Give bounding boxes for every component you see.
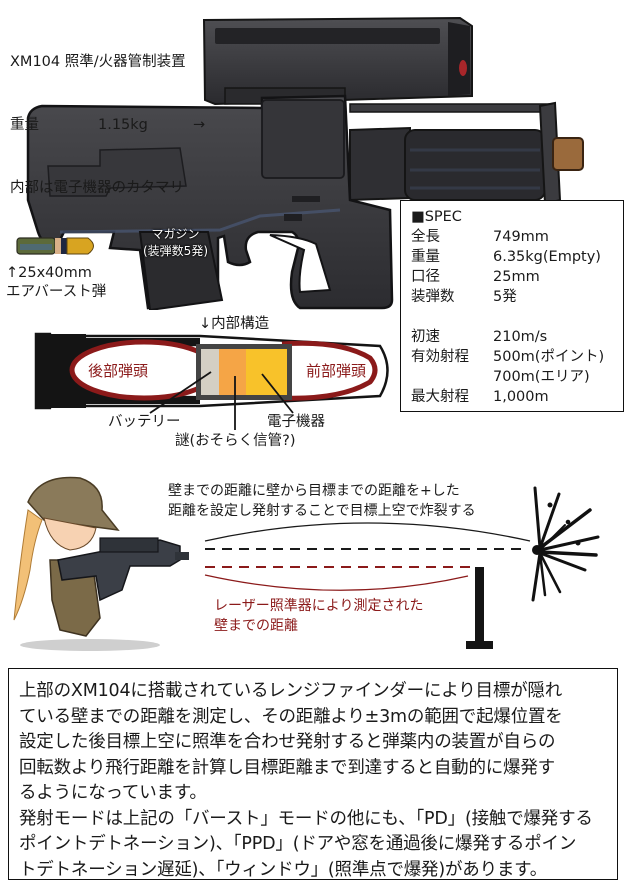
xm104-caption: XM104 照準/火器管制装置 重量 1.15kg → 内部は電子機器のカタマリ (10, 10, 205, 220)
spec-row: 700m(エリア) (411, 367, 613, 387)
internal-structure-title: ↓内部構造 (199, 316, 270, 332)
fire-control-unit (202, 16, 473, 106)
spec-label: 全長 (411, 229, 440, 245)
spec-value: 700m(エリア) (493, 369, 590, 385)
xm25-rifle-illustration (16, 16, 584, 310)
spec-row: 装弾数 5発 (411, 287, 613, 307)
spec-row: 初速 210m/s (411, 327, 613, 347)
electronics-block (246, 349, 287, 395)
description-line: 発射モードは上記の「バースト」モードの他にも、「PD」(接触で爆発する (19, 808, 593, 829)
spec-label: 最大射程 (411, 389, 469, 405)
spec-value: 6.35kg(Empty) (493, 249, 601, 265)
trajectory-explanation: 壁までの距離に壁から目標までの距離を+した 距離を設定し発射することで目標上空で… (168, 481, 476, 521)
trajectory-explanation-line1: 壁までの距離に壁から目標までの距離を+した (168, 483, 460, 499)
spec-value: 210m/s (493, 329, 548, 345)
spec-value: 25mm (493, 269, 540, 285)
airburst-trajectory-diagram (13, 476, 600, 651)
trajectory-explanation-line2: 距離を設定し発射することで目標上空で炸裂する (168, 503, 476, 519)
laser-distance-caption-line2: 壁までの距離 (214, 618, 298, 634)
wall-icon (466, 567, 493, 649)
xm104-weight-value: 1.15kg (98, 117, 148, 133)
magazine-label-line1: マガジン (151, 227, 200, 241)
ammo-caption-size: ↑25x40mm (6, 265, 92, 281)
spec-value: 749mm (493, 229, 549, 245)
front-warhead-label: 前部弾頭 (306, 362, 367, 380)
magazine-label-line2: (装弾数5発) (143, 244, 208, 258)
xm104-note: 内部は電子機器のカタマリ (10, 180, 184, 196)
spec-value: 1,000m (493, 389, 549, 405)
xm104-weight-row: 重量 1.15kg → (10, 115, 205, 136)
magazine (138, 231, 224, 310)
spec-box: ■SPEC 全長 749mm 重量 6.35kg(Empty) 口径 25mm 装弾数… (400, 200, 624, 412)
battery-label: バッテリー (108, 414, 181, 430)
airburst-round-illustration (16, 237, 94, 255)
spec-row: 最大射程 1,000m (411, 387, 613, 407)
spec-label: 口径 (411, 269, 440, 285)
xm104-weight-label: 重量 (10, 117, 39, 133)
spec-row: 口径 25mm (411, 267, 613, 287)
spec-header: ■SPEC (411, 209, 462, 225)
description-line: るようになっています。 (19, 783, 207, 803)
description-line: 回転数より飛行距離を計算し目標距離まで到達すると自動的に爆発す (19, 757, 555, 778)
description-line: トデトネーション遅延)、「ウィンドウ」(照準点で爆発)があります。 (19, 859, 548, 880)
electronics-label: 電子機器 (267, 414, 325, 430)
front-warhead-outline (281, 340, 378, 401)
explosion-burst-icon (531, 486, 600, 602)
soldier-character-illustration (13, 476, 189, 651)
spec-row: 有効射程 500m(ポイント) (411, 347, 613, 367)
fuze-block (219, 349, 246, 395)
shell-cross-section-diagram (34, 332, 389, 430)
description-line: 上部のXM104に搭載されているレンジファインダーにより目標が隠れ (19, 681, 563, 701)
ammo-caption-type: エアバースト弾 (6, 284, 107, 300)
magazine-label: マガジン (装弾数5発) (143, 226, 208, 260)
right-arrow-icon: → (193, 117, 206, 133)
description-box: 上部のXM104に搭載されているレンジファインダーにより目標が隠れ ている壁まで… (8, 668, 618, 880)
xm104-title: XM104 照準/火器管制装置 (10, 54, 186, 70)
mystery-fuze-label: 謎(おそらく信管?) (175, 433, 296, 449)
description-line: ポイントデトネーション)、「PPD」(ドアや窓を通過後に爆発するポイン (19, 834, 577, 854)
barrel (349, 101, 584, 206)
spec-row: 全長 749mm (411, 227, 613, 247)
description-line: 設定した後目標上空に照準を合わせ発射すると弾薬内の装置が自らの (19, 732, 556, 752)
spec-label: 重量 (411, 249, 440, 265)
spec-value: 5発 (493, 289, 517, 305)
rear-warhead-label: 後部弾頭 (88, 362, 149, 380)
rifle-body (26, 94, 394, 310)
laser-distance-caption: レーザー照準器により測定された 壁までの距離 (214, 596, 423, 636)
description-line: ている壁までの距離を測定し、その距離より±3mの範囲で起爆位置を (19, 706, 563, 727)
spec-label: 有効射程 (411, 349, 469, 365)
laser-distance-caption-line1: レーザー照準器により測定された (214, 598, 424, 614)
spec-value: 500m(ポイント) (493, 349, 605, 365)
spec-label: 初速 (411, 329, 440, 345)
ammo-caption: ↑25x40mm エアバースト弾 (6, 264, 106, 302)
spec-row: 重量 6.35kg(Empty) (411, 247, 613, 267)
spec-label: 装弾数 (411, 289, 455, 305)
